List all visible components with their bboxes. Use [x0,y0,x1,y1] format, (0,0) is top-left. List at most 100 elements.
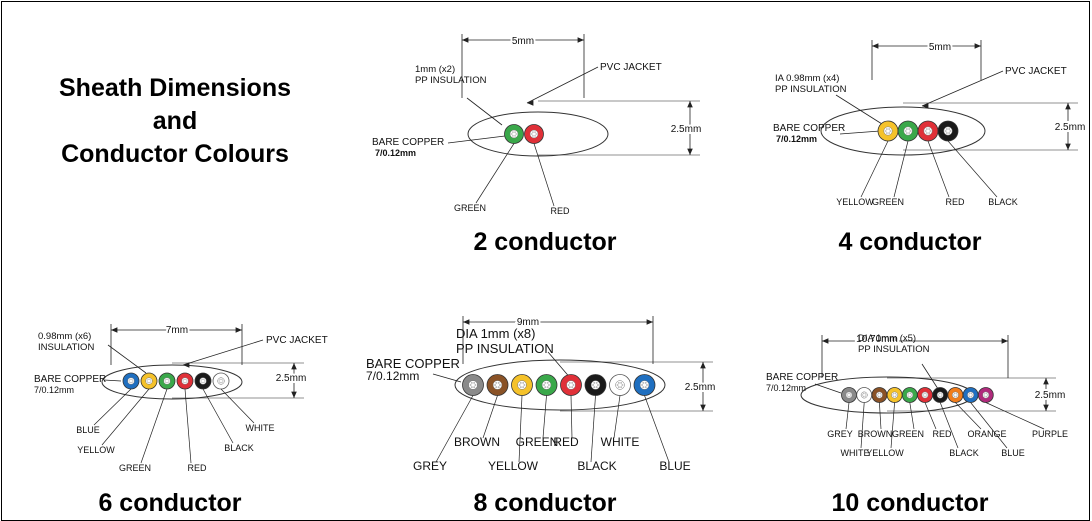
cable-c10-conductor-2-strand [864,395,866,398]
cable-c8-width-label: 9mm [517,317,539,328]
caption-8-conductor: 8 conductor [473,489,617,517]
cable-c10-conductor-3-core [876,391,883,399]
cable-c8-conductor-5-leader [570,395,573,439]
cable-c10-conductor-10-strand [984,392,986,395]
cable-c4-height-label: 2.5mm [1055,122,1086,133]
cable-c4-copper-label-2: 7/0.12mm [776,134,817,144]
cable-c2-copper-leader [447,135,506,144]
cable-c4-conductor-1-leader [860,140,889,198]
cable-c8-conductor-2-strand [497,381,500,384]
cable-c6-conductor-2-label: YELLOW [77,445,115,455]
cable-c10-conductor-5-strand [907,394,909,396]
cable-c10-conductor-5-strand [910,394,913,396]
cable-c8-conductor-2-label: BROWN [454,435,500,449]
cable-c8-conductor-8-strand [642,386,645,389]
cable-c10-conductor-7-strand [938,395,941,398]
cable-c2-conductor-2-strand [534,135,536,137]
cable-c8-conductor-7-core [615,380,625,390]
cable-c8-conductor-6-strand [593,386,596,389]
cable-c6-conductor-1-strand [131,378,133,381]
cable-c10-insulation-label-2: PP INSULATION [858,344,930,355]
caption-6-conductor: 6 conductor [98,489,242,517]
cable-c6-conductor-3-leader [140,388,168,464]
cable-c8-conductor-5-strand [572,384,575,386]
cable-c8-conductor-7-strand [616,384,619,386]
cable-c10-conductor-3-strand [879,392,881,395]
cable-c10-insulation-leader [921,363,941,393]
cable-c2-conductor-1-strand [515,133,518,135]
cable-c2-conductor-1-strand [510,133,513,135]
cable-c8-conductor-3-label: YELLOW [488,459,539,473]
cable-c10-width-arrow-right [1001,338,1008,344]
cable-c6-conductor-3-strand [165,378,167,381]
cable-c6-conductor-3-strand [167,378,169,381]
cable-c10-conductor-1-strand [850,394,852,396]
cable-c8-conductor-5-core [566,380,576,390]
cable-c4-conductor-4-leader [947,140,998,198]
cable-c2-insulation-label-1: 1mm (x2) [415,64,455,75]
cable-c10-conductor-9-leader [970,402,1008,449]
cable-c2-conductor-2-strand [532,135,534,137]
cable-c6-conductor-6-strand [218,380,220,382]
cable-c6-conductor-1-strand [131,381,133,384]
cable-c6-jacket-leader-arrow [183,362,190,368]
cable-c6-conductor-3-strand [165,381,167,384]
cable-c10-conductor-7-strand [940,392,942,395]
cable-c10-conductor-6-label: RED [932,429,952,439]
cable-c10-conductor-3-leader [879,402,882,430]
cable-c6-conductor-2-strand [146,380,148,382]
cable-c6-conductor-1-strand [132,380,134,382]
cable-c8-conductor-4-strand [546,381,549,384]
cable-c6-conductor-3-strand [167,381,169,384]
cable-c10-height-arrow-bottom [1043,404,1049,411]
cable-c4-width-label: 5mm [929,42,951,53]
cable-c8-conductor-5-strand [571,381,574,384]
cable-c8-conductor-7-strand [617,386,620,389]
cable-c6-insulation-leader [107,344,147,374]
cable-c6-conductor-5-strand [203,378,205,381]
cable-c6-conductor-6-leader [220,388,255,424]
cable-c10-copper-label-1: BARE COPPER [766,372,838,383]
cable-c6-conductor-2-leader [101,388,150,446]
cable-c8-conductor-7-strand [620,381,623,384]
cable-c4-conductor-3-core [923,126,933,136]
cable-c6-conductor-2-strand [147,378,149,381]
cable-c10-conductor-7-label: BLACK [949,448,979,458]
cable-c10-conductor-2-strand [864,392,866,395]
cable-c2-conductor-1-leader [475,143,515,204]
cable-c2-copper-label-1: BARE COPPER [372,137,444,148]
cable-c6-height-label: 2.5mm [276,373,307,384]
cable-c4-conductor-4-label: BLACK [988,197,1018,207]
cable-c2-height-label: 2.5mm [671,124,702,135]
cable-c6-copper-label-1: BARE COPPER [34,374,106,385]
cable-c6-insulation-label-1: 0.98mm (x6) [38,331,91,342]
cable-c6-insulation-label-2: INSULATION [38,342,94,353]
cable-c8-conductor-5-strand [567,384,570,386]
cable-c8-conductor-5-label: RED [553,435,579,449]
cable-c2-copper-label-2: 7/0.12mm [375,148,416,158]
cable-c6-conductor-6-strand [219,381,221,384]
cable-c8-conductor-2-strand [494,384,497,386]
cable-c6-conductor-3-core [163,377,171,385]
cable-c10-width-arrow-left [822,338,829,344]
cable-c10-conductor-10-strand [983,394,985,396]
cable-c8-conductor-6-strand [592,384,595,386]
cable-c6-conductor-6-strand [221,381,223,384]
cable-c2-width-arrow-right [577,37,584,43]
cable-c8-conductor-8-leader [644,395,670,463]
cable-c4-conductor-2-strand [905,128,908,130]
cable-c8-conductor-4-strand [546,386,549,389]
cable-c8-conductor-7-strand [621,384,624,386]
cable-c6-conductor-4-label: RED [187,463,207,473]
cable-c8-conductor-4-strand [547,384,550,386]
cable-c8-conductor-1-strand [470,386,473,389]
cable-c2-conductor-2-strand [532,131,534,133]
cable-c4-conductor-2-strand [905,132,908,134]
cable-c4-height-arrow-top [1065,103,1071,110]
cable-c8-conductor-7-leader [613,395,621,439]
cable-c6-conductor-1-core [127,377,135,385]
cable-c8-height-arrow-top [700,362,706,369]
cable-c6-conductor-5-leader [202,388,234,444]
cable-c8-conductor-2-leader [482,395,498,439]
